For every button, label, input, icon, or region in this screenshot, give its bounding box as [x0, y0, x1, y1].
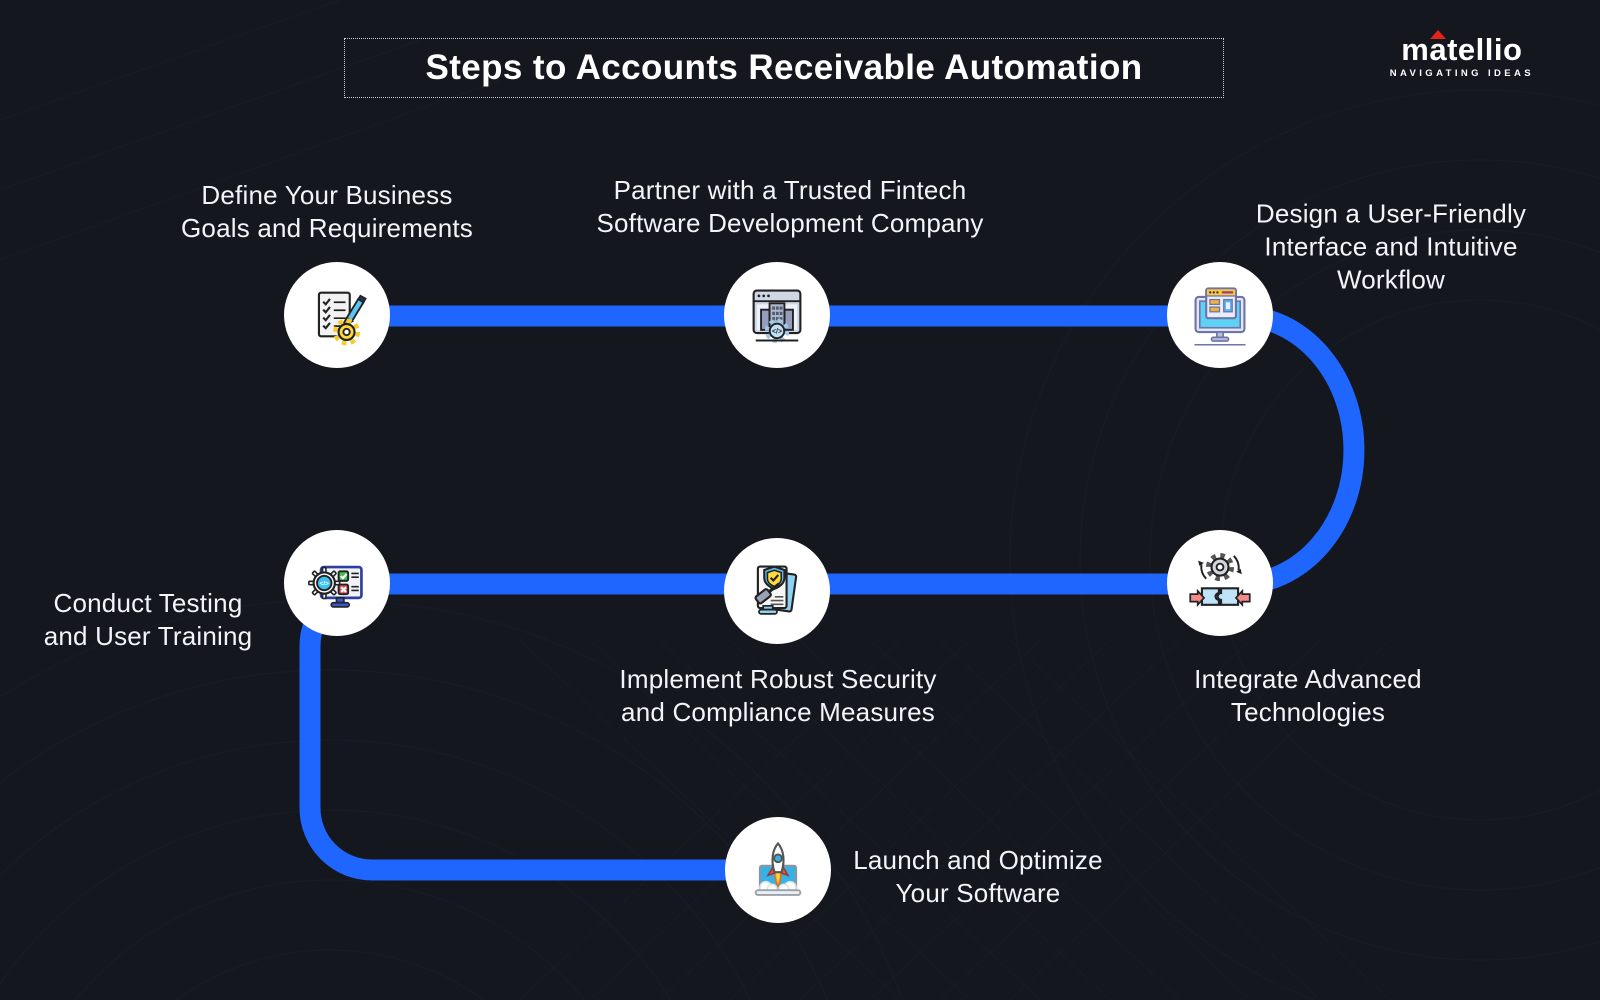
step-1-label-line-1: Define Your Business — [201, 180, 453, 210]
step-3-label-line-3: Workflow — [1336, 264, 1446, 295]
step-6-label-line-1: Conduct Testing — [53, 588, 243, 618]
gears-puzzle-integration-icon — [1189, 552, 1251, 607]
step-3-label-line-2: Interface and Intuitive — [1264, 231, 1518, 262]
step-7-label-line-2: Your Software — [895, 878, 1061, 908]
logo-red-triangle-icon — [1430, 30, 1447, 39]
step-7-label: Launch and Optimize Your Software — [853, 844, 1103, 910]
step-2-label-line-2: Software Development Company — [596, 208, 984, 238]
matellio-logo: matellio NAVIGATING IDEAS — [1389, 30, 1534, 79]
shield-gavel-compliance-icon — [754, 565, 798, 615]
svg-text:</>: </> — [772, 329, 782, 336]
logo-tagline: NAVIGATING IDEAS — [1389, 68, 1534, 79]
step-5-icon-circle — [724, 538, 830, 644]
step-6-label-line-2: and User Training — [43, 621, 253, 651]
logo-brand-text: matellio — [1401, 32, 1523, 67]
step-3-icon-circle — [1167, 262, 1273, 368]
title-box: Steps to Accounts Receivable Automation — [344, 38, 1224, 98]
monitor-ui-design-icon — [1194, 287, 1246, 346]
monitor-testing-gear-icon: </> — [308, 565, 363, 608]
step-3-label-line-1: Design a User-Friendly — [1255, 198, 1527, 229]
step-1-label-line-2: Goals and Requirements — [181, 213, 473, 243]
step-7-label-line-1: Launch and Optimize — [853, 845, 1103, 875]
step-5-label: Implement Robust Security and Compliance… — [619, 663, 936, 729]
rocket-laptop-launch-icon — [754, 841, 802, 896]
page-title: Steps to Accounts Receivable Automation — [425, 48, 1143, 87]
step-7-icon-circle — [725, 817, 831, 923]
step-6-icon-circle: </> — [284, 530, 390, 636]
svg-text:</>: </> — [320, 580, 329, 587]
logo-wordmark: matellio — [1401, 30, 1523, 67]
step-1-label: Define Your Business Goals and Requireme… — [181, 179, 473, 245]
step-3-label: Design a User-Friendly Interface and Int… — [1256, 198, 1526, 297]
step-5-label-line-2: and Compliance Measures — [621, 697, 935, 727]
step-6-label: Conduct Testing and User Training — [44, 587, 253, 653]
step-4-label-line-1: Integrate Advanced — [1194, 664, 1422, 694]
step-4-icon-circle — [1167, 530, 1273, 636]
browser-building-code-icon: </> — [752, 289, 802, 344]
step-2-label-line-1: Partner with a Trusted Fintech — [613, 175, 967, 205]
step-1-icon-circle — [284, 262, 390, 368]
checklist-pencil-gear-icon — [317, 291, 367, 346]
step-5-label-line-1: Implement Robust Security — [619, 664, 937, 694]
step-2-label: Partner with a Trusted Fintech Software … — [596, 174, 983, 240]
step-2-icon-circle: </> — [724, 262, 830, 368]
step-4-label-line-2: Technologies — [1230, 697, 1386, 727]
step-4-label: Integrate Advanced Technologies — [1194, 663, 1422, 729]
